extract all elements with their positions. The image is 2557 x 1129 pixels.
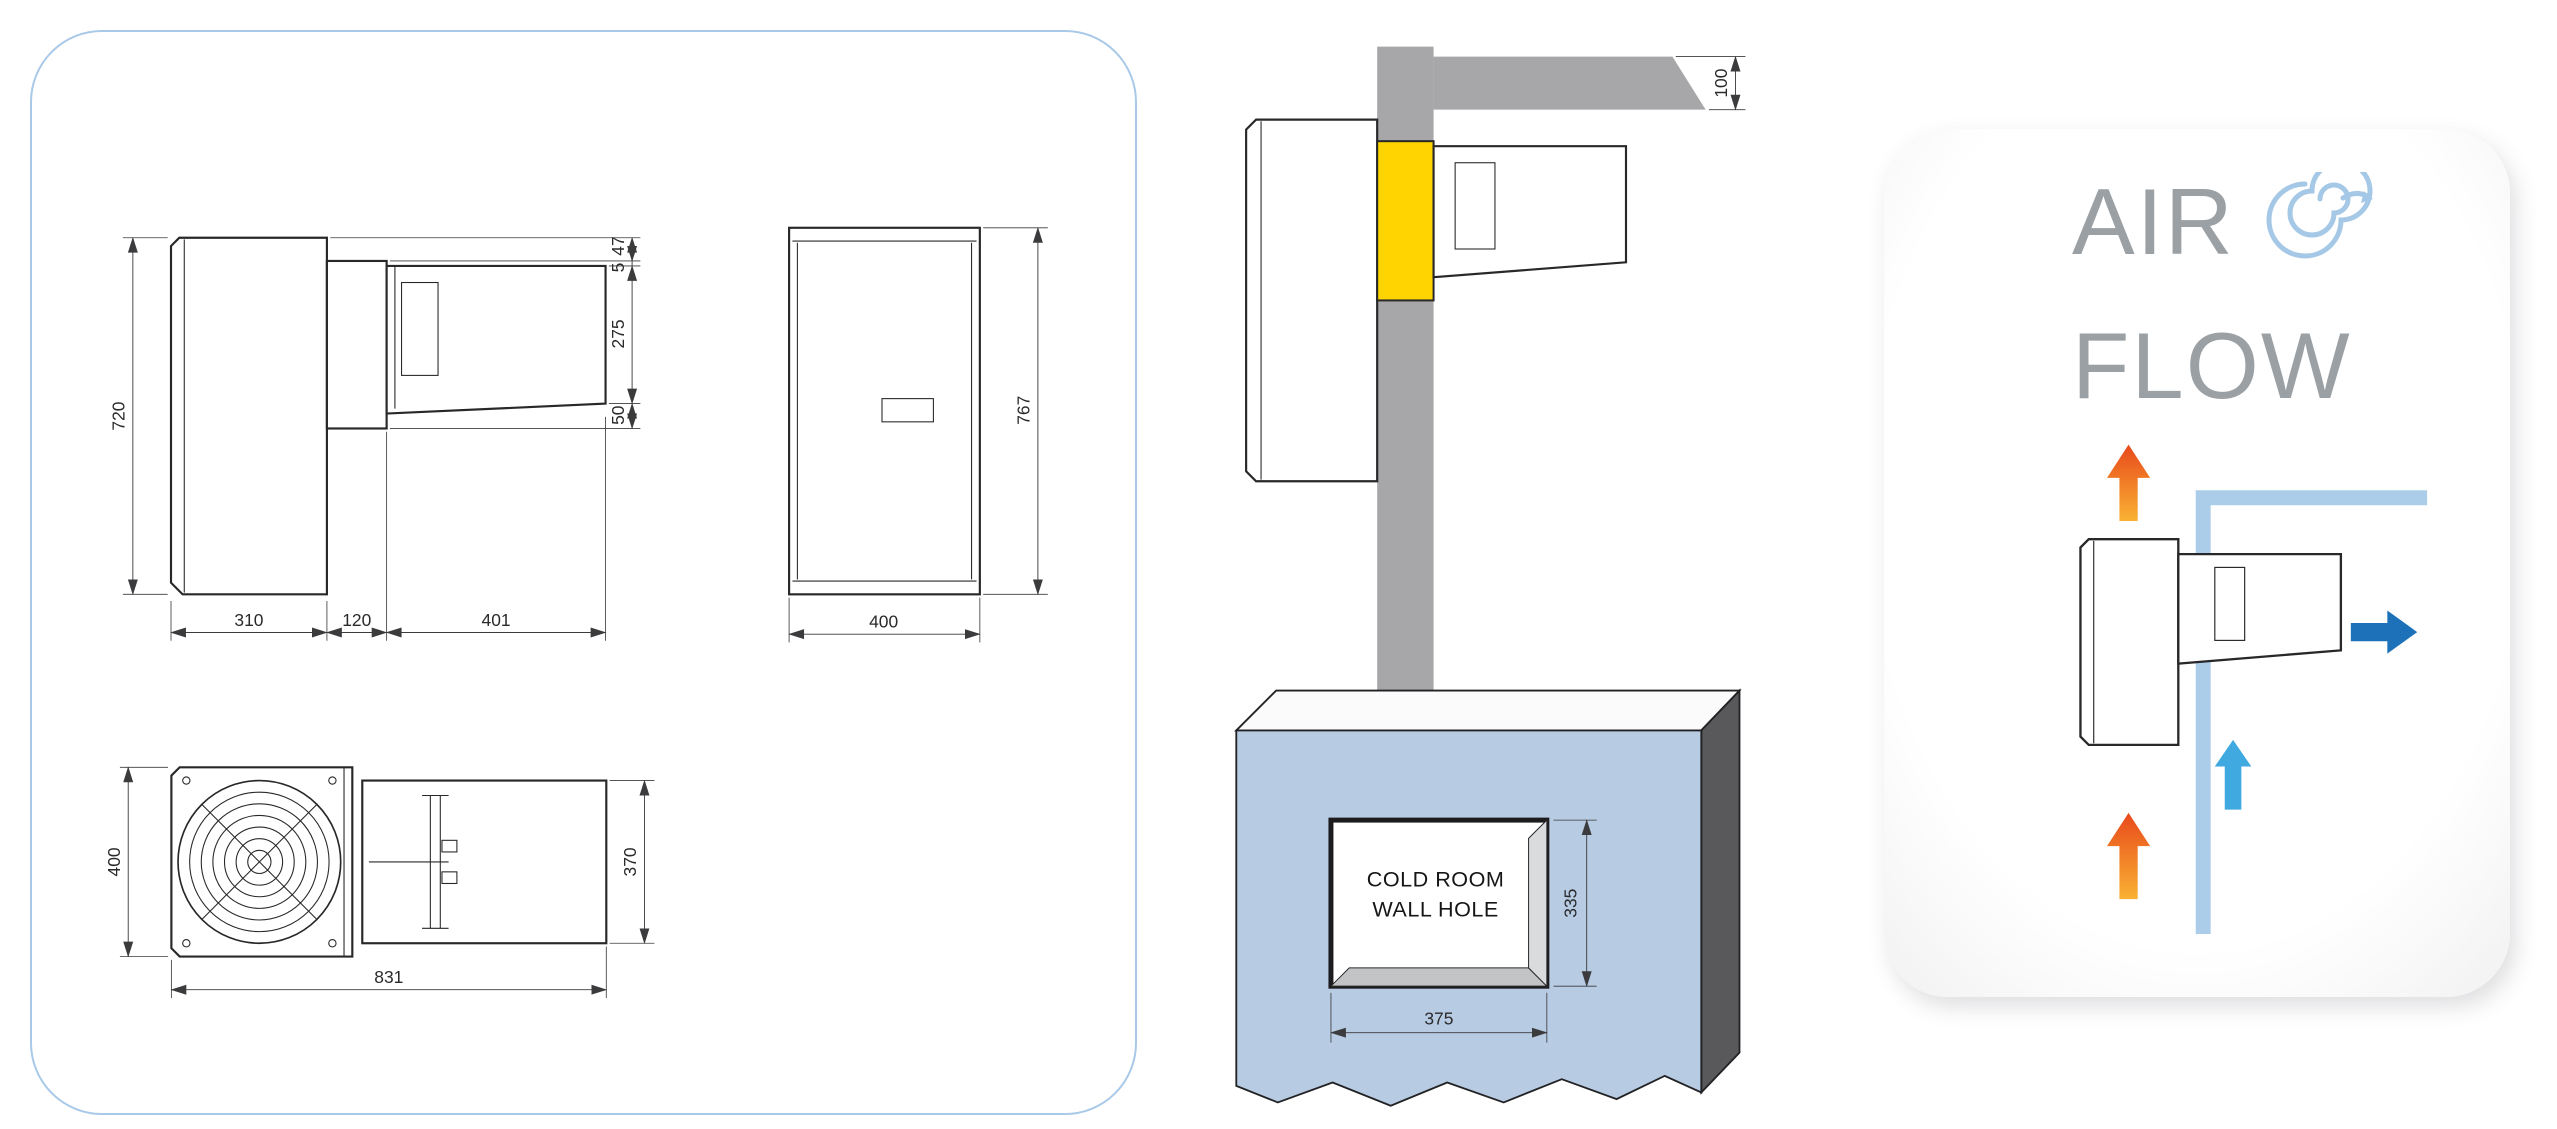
monoblock-front-body xyxy=(788,226,981,596)
evaporator-coil-detail xyxy=(368,794,458,929)
wall-hole-label-line1: COLD ROOM xyxy=(1367,867,1505,892)
wall-hole: COLD ROOM WALL HOLE xyxy=(1328,817,1550,989)
dim-label-720: 720 xyxy=(109,402,129,431)
wall-top-face xyxy=(1234,689,1742,732)
dim-label-375: 375 xyxy=(1424,1008,1453,1028)
dim-label-100: 100 xyxy=(1711,69,1731,98)
wall-side-face xyxy=(1700,688,1741,1095)
dimension-hole-height: 335 xyxy=(1553,819,1597,988)
top-view-drawing: 400 370 831 xyxy=(104,766,655,999)
wall-ceiling xyxy=(1433,56,1706,110)
front-view-drawing: 767 400 xyxy=(788,226,1048,643)
wall-hole-label-line2: WALL HOLE xyxy=(1372,896,1498,921)
dim-label-370: 370 xyxy=(620,847,640,876)
mounting-gasket xyxy=(1376,140,1435,302)
warm-air-arrow-bottom xyxy=(2106,812,2151,900)
monoblock-through-wall xyxy=(1245,118,1628,483)
airflow-title-line1: AIR xyxy=(2072,169,2235,274)
monoblock-airflow-unit xyxy=(2079,538,2343,747)
dim-label-335: 335 xyxy=(1561,889,1581,918)
dimension-body-height: 720 xyxy=(109,236,168,596)
dimension-wall-thickness: 100 xyxy=(1675,55,1746,111)
fan-grille xyxy=(177,776,342,948)
cold-room-wall-line xyxy=(2195,490,2428,935)
warm-air-arrow-top xyxy=(2106,444,2151,521)
dimensions-right-stack: 47 5 275 50 xyxy=(330,236,641,430)
dim-label-831: 831 xyxy=(374,967,403,987)
dimension-total-length: 831 xyxy=(170,946,608,999)
dim-label-120: 120 xyxy=(342,610,371,630)
dim-label-50: 50 xyxy=(608,406,628,425)
dimension-hole-width: 375 xyxy=(1330,992,1548,1043)
dimension-front-height: 767 xyxy=(983,226,1048,596)
swirl-icon xyxy=(2266,172,2373,259)
airflow-title-line2: FLOW xyxy=(2072,313,2352,418)
dimensions-bottom-row: 310 120 401 xyxy=(170,416,607,641)
monoblock-top-body xyxy=(170,766,608,958)
dim-label-47: 47 xyxy=(608,236,628,255)
cold-air-intake-arrow xyxy=(2214,739,2252,810)
dim-label-5: 5 xyxy=(608,263,628,273)
dim-label-767: 767 xyxy=(1014,396,1034,425)
nameplate xyxy=(881,398,934,423)
dim-label-401: 401 xyxy=(482,610,511,630)
dim-label-400-front: 400 xyxy=(869,612,898,632)
dim-label-310: 310 xyxy=(234,610,263,630)
dim-label-275: 275 xyxy=(608,319,628,348)
wall-hole-drawing: COLD ROOM WALL HOLE 335 375 xyxy=(1234,688,1742,1107)
wall-section-drawing: 100 xyxy=(1245,46,1746,737)
side-view-drawing: 720 47 5 275 50 310 120 xyxy=(109,236,641,641)
airflow-title: AIR FLOW xyxy=(2072,150,2375,438)
cold-air-outlet-arrow xyxy=(2350,610,2418,654)
airflow-diagram xyxy=(2079,444,2428,935)
dimension-evaporator-width: 370 xyxy=(609,779,655,945)
dimension-front-width: 400 xyxy=(788,597,981,643)
dim-label-400-top: 400 xyxy=(104,847,124,876)
dimension-top-width: 400 xyxy=(104,766,169,958)
monoblock-side-body xyxy=(169,236,607,596)
